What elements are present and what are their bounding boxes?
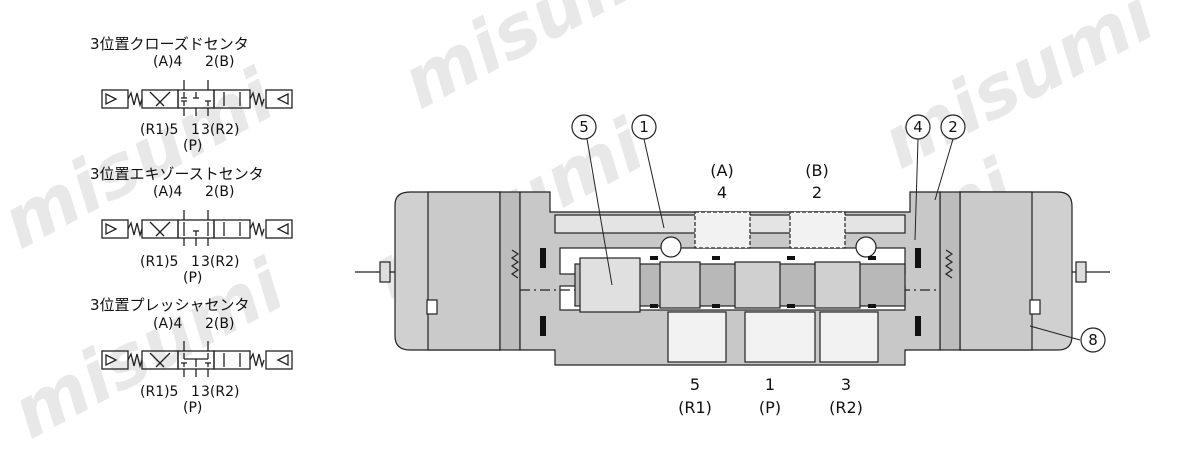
left-solenoid xyxy=(355,191,521,351)
port-r2-number: 3 xyxy=(841,375,851,394)
right-solenoid xyxy=(939,191,1110,351)
symbol-title: 3位置エキゾーストセンタ xyxy=(90,165,264,183)
callout-4: 4 xyxy=(913,118,923,136)
valve-body xyxy=(510,191,954,366)
port-label-a: (A)4 xyxy=(153,184,183,200)
port-r2-name: (R2) xyxy=(829,398,863,417)
port-label-r2: 3(R2) xyxy=(201,122,240,138)
port-label-b: 2(B) xyxy=(205,316,235,332)
valve-symbol xyxy=(101,210,293,246)
port-label-r2: 3(R2) xyxy=(201,384,240,400)
port-a-name: (A) xyxy=(710,161,733,180)
port-p-name: (P) xyxy=(759,398,781,417)
callout-1: 1 xyxy=(639,118,649,136)
port-r1-name: (R1) xyxy=(678,398,712,417)
port-p-number: 1 xyxy=(765,375,775,394)
port-label-r1: (R1)5 xyxy=(140,122,179,138)
callout-2: 2 xyxy=(948,118,958,136)
valve-symbol xyxy=(101,80,293,116)
callout-5: 5 xyxy=(579,118,589,136)
port-label-r1: (R1)5 xyxy=(140,254,179,270)
symbol-title: 3位置クローズドセンタ xyxy=(90,35,249,53)
port-label-p: (P) xyxy=(183,270,203,286)
port-label-p-num: 1 xyxy=(191,384,200,400)
port-label-a: (A)4 xyxy=(153,316,183,332)
port-a-number: 4 xyxy=(717,183,727,202)
port-label-p: (P) xyxy=(183,138,203,154)
symbol-title: 3位置プレッシャセンタ xyxy=(90,296,250,314)
valve-symbol xyxy=(101,341,293,377)
port-label-r1: (R1)5 xyxy=(140,384,179,400)
port-label-a: (A)4 xyxy=(153,54,183,70)
port-b-number: 2 xyxy=(812,183,822,202)
port-label-r2: 3(R2) xyxy=(201,254,240,270)
port-b-name: (B) xyxy=(805,161,828,180)
port-label-p-num: 1 xyxy=(191,254,200,270)
port-label-p: (P) xyxy=(183,400,203,416)
port-label-b: 2(B) xyxy=(205,54,235,70)
port-label-p-num: 1 xyxy=(191,122,200,138)
callout-8: 8 xyxy=(1088,331,1098,349)
port-r1-number: 5 xyxy=(690,375,700,394)
port-label-b: 2(B) xyxy=(205,184,235,200)
